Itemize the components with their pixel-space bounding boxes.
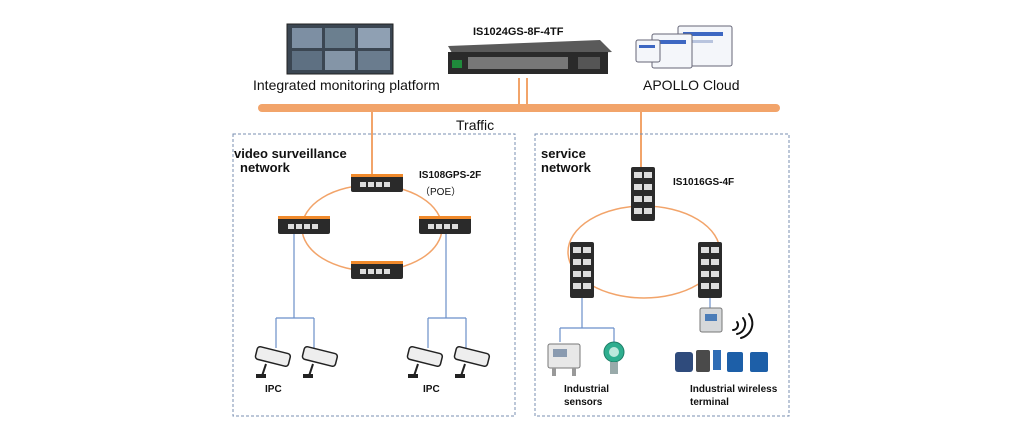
- video-network-frame: [232, 133, 516, 417]
- service-network-title-2: network: [541, 160, 591, 175]
- wireless-label-line2: terminal: [690, 397, 729, 408]
- ipc-camera-icon: [453, 345, 491, 378]
- ipc-left-links: [275, 234, 315, 348]
- cloud-devices-icon: [635, 25, 733, 69]
- monitoring-platform-label: Integrated monitoring platform: [253, 77, 440, 93]
- wireless-signal-icon: [732, 313, 754, 339]
- pressure-transmitter-icon: [603, 341, 625, 374]
- ipc-right-label: IPC: [423, 384, 440, 395]
- video-network-title-2: network: [240, 160, 290, 175]
- video-network-title: video surveillance: [234, 146, 347, 161]
- din-switch-right: [698, 242, 722, 298]
- sensor-box-icon: [547, 343, 581, 376]
- ipc-camera-icon: [406, 345, 444, 378]
- cloud-label: APOLLO Cloud: [643, 77, 740, 93]
- din-switch-left: [570, 242, 594, 298]
- sensor-links: [559, 298, 615, 342]
- core-switch-icon: [448, 40, 612, 74]
- wireless-label-line1: Industrial wireless: [690, 384, 778, 395]
- wireless-terminal-icon: [699, 307, 723, 333]
- core-switch-label: IS1024GS-8F-4TF: [473, 26, 564, 38]
- sensors-label-line1: Industrial: [564, 384, 610, 395]
- poe-switch-top: [351, 174, 403, 192]
- ipc-left-label: IPC: [265, 384, 282, 395]
- service-network-frame: [534, 133, 790, 417]
- service-network-title: service: [541, 146, 586, 161]
- din-switch-model: IS1016GS-4F: [673, 177, 735, 188]
- poe-switch-model: IS108GPS-2F: [419, 170, 482, 181]
- ipc-camera-icon: [301, 345, 339, 378]
- din-switch-top: [631, 167, 655, 221]
- ipc-camera-icon: [254, 345, 292, 378]
- poe-switch-right: [419, 216, 471, 234]
- ipc-right-links: [427, 234, 467, 348]
- sensors-label-line2: sensors: [564, 397, 603, 408]
- poe-switch-left: [278, 216, 330, 234]
- wireless-devices-icon: [675, 350, 768, 372]
- poe-switch-bottom: [351, 261, 403, 279]
- traffic-label: Traffic: [456, 117, 495, 133]
- monitoring-screen-icon: [286, 23, 394, 75]
- poe-switch-note: （POE）: [420, 187, 462, 198]
